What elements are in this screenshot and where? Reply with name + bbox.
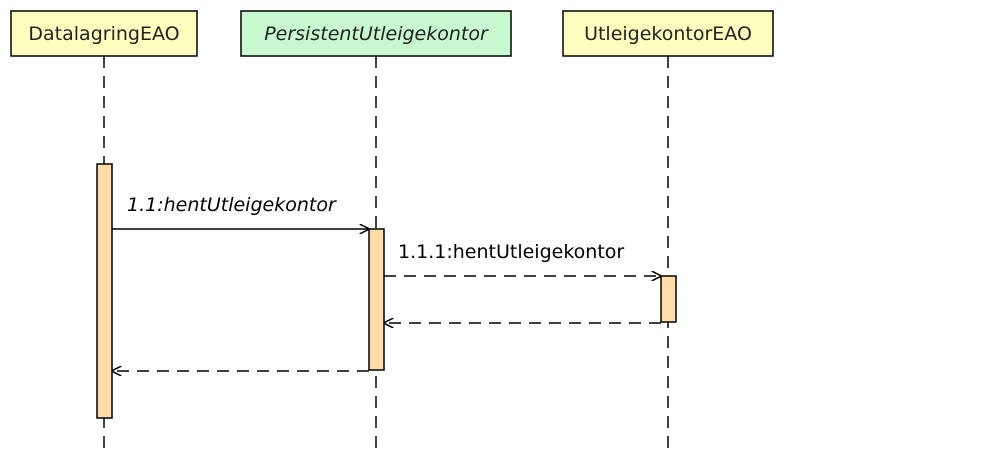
activation-bar-persistentutleigekontor [368,228,385,371]
message-1: 1.1:hentUtleigekontor [112,194,369,229]
activation-bar-utleigekontoreao [660,275,677,323]
activation-bar-datalagringeao [96,163,113,419]
lifeline-title: DatalagringEAO [28,23,179,45]
lifeline-header-datalagringeao[interactable]: DatalagringEAO [10,10,198,57]
lifeline-header-persistentutleigekontor[interactable]: PersistentUtleigekontor [240,10,512,57]
lifeline-header-utleigekontoreao[interactable]: UtleigekontorEAO [562,10,774,57]
message-label: 1.1.1:hentUtleigekontor [398,241,624,263]
message-label: 1.1:hentUtleigekontor [127,194,337,216]
message-2: 1.1.1:hentUtleigekontor [384,241,661,276]
lifeline-title: UtleigekontorEAO [584,23,752,45]
lifeline-title: PersistentUtleigekontor [264,23,489,45]
